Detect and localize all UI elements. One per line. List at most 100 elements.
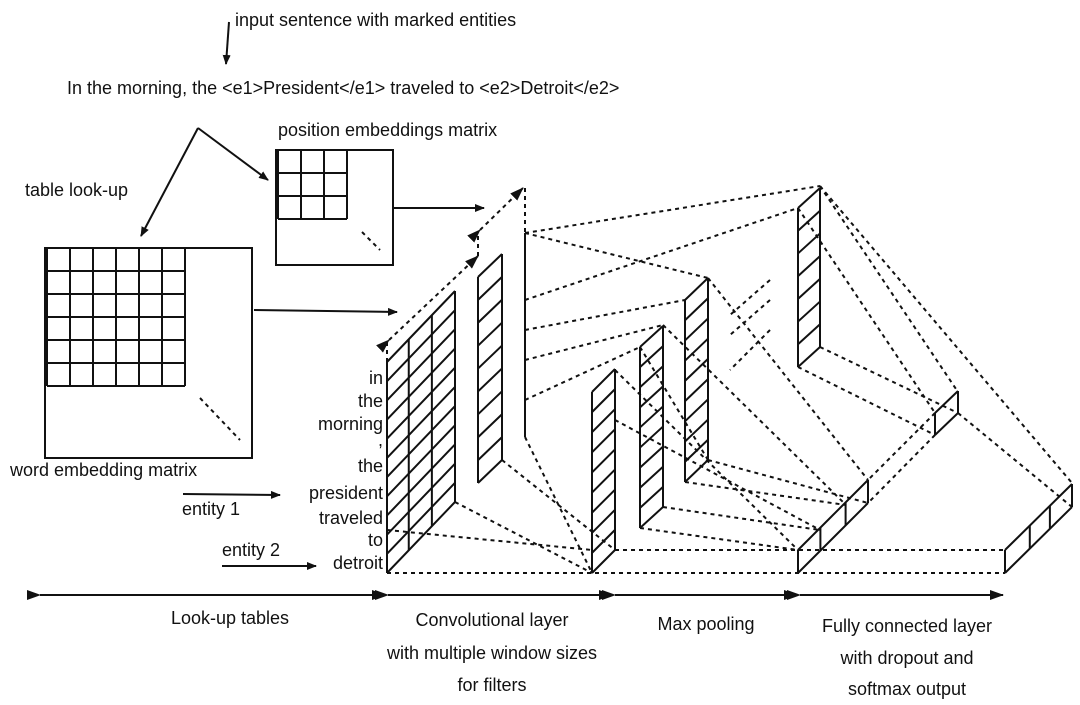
stage-label-fc: Fully connected layer: [822, 616, 992, 636]
hatch: [797, 278, 821, 300]
conv-feature-map: [639, 325, 664, 529]
edge: [684, 459, 709, 483]
word-token: to: [368, 530, 383, 550]
hatch: [386, 328, 456, 402]
entity2-label: entity 2: [222, 540, 280, 560]
hatch: [386, 405, 456, 478]
word-embedding-matrix: [44, 247, 253, 459]
stage-label-fc: with dropout and: [839, 648, 973, 668]
hatch: [684, 297, 709, 321]
word-token: morning: [318, 414, 383, 434]
hatch: [797, 209, 821, 232]
hatch: [477, 413, 503, 438]
conv-input-panel: [386, 290, 456, 574]
position-matrix-label: position embeddings matrix: [278, 120, 497, 140]
title-arrow: [222, 21, 231, 65]
edge: [797, 479, 869, 551]
hatch: [639, 385, 664, 409]
lookup-arrow-position: [197, 127, 269, 181]
hatch: [639, 405, 664, 429]
hatch: [591, 408, 616, 433]
hatch: [684, 358, 709, 382]
stage-label-lookup: Look-up tables: [171, 608, 289, 628]
hatch: [639, 486, 664, 509]
hatch: [477, 436, 503, 461]
hatch: [639, 365, 664, 388]
lookup-arrow-word: [140, 127, 199, 237]
word-matrix-label: word embedding matrix: [9, 460, 197, 480]
edge: [934, 390, 959, 414]
hatch: [386, 482, 456, 555]
hatch: [591, 428, 616, 454]
hatch: [386, 309, 456, 382]
edge: [591, 549, 616, 574]
conv-feature-map: [591, 368, 616, 574]
edge: [477, 459, 503, 484]
hatch: [591, 509, 616, 534]
hatch: [477, 321, 503, 347]
hatch: [386, 347, 456, 421]
hatch: [684, 317, 709, 342]
hatch: [639, 445, 664, 469]
word-token: president: [309, 483, 383, 503]
edge: [1004, 483, 1073, 551]
hatch: [684, 398, 709, 423]
word-token: traveled: [319, 508, 383, 528]
edge: [591, 368, 616, 393]
edge: [1004, 506, 1073, 574]
hatch: [684, 439, 709, 463]
hatch: [797, 232, 821, 255]
position-embeddings-matrix: [275, 149, 394, 266]
stage-label-pool: Max pooling: [657, 614, 754, 634]
hatch: [639, 466, 664, 489]
hatch: [797, 255, 821, 277]
softmax-output-vector: [1004, 483, 1073, 574]
hatch: [477, 367, 503, 393]
word-token: ,: [378, 430, 383, 450]
hatch: [639, 345, 664, 368]
edge: [797, 346, 821, 368]
input-sentence: In the morning, the <e1>President</e1> t…: [67, 78, 619, 98]
entity1-arrow: [182, 490, 281, 499]
table-lookup-label: table look-up: [25, 180, 128, 200]
hatch: [591, 448, 616, 474]
word-token: the: [358, 391, 383, 411]
word-token: the: [358, 456, 383, 476]
entity1-label: entity 1: [182, 499, 240, 519]
hatch: [477, 276, 503, 301]
stage-label-conv: with multiple window sizes: [386, 643, 597, 663]
sentence-words: in the morning , the president traveled …: [309, 368, 383, 573]
conv-feature-map: [684, 277, 709, 483]
hatch: [386, 367, 456, 440]
diagram-title: input sentence with marked entities: [235, 10, 516, 30]
hatch: [591, 529, 616, 554]
stage-label-conv: for filters: [457, 675, 526, 695]
edge: [797, 187, 821, 209]
word-token: in: [369, 368, 383, 388]
stage-label-fc: softmax output: [848, 679, 966, 699]
hatch: [684, 337, 709, 362]
hatch: [591, 468, 616, 494]
hatch: [386, 386, 456, 459]
word-to-conv-arrow: [253, 307, 398, 316]
conv-filter-panel: [477, 253, 503, 484]
network-layers: [386, 187, 1073, 574]
hatch: [386, 443, 456, 517]
pooled-feature-column: [797, 187, 821, 368]
edge: [934, 412, 959, 436]
edge: [684, 277, 709, 301]
edge: [639, 506, 664, 529]
edge: [639, 325, 664, 348]
hatch: [477, 299, 503, 324]
fully-connected-vector: [797, 479, 869, 574]
hatch: [684, 418, 709, 443]
stage-label-conv: Convolutional layer: [415, 610, 568, 630]
hatch: [386, 462, 456, 536]
edge: [477, 253, 503, 278]
dropout-unit: [934, 390, 959, 436]
hatch: [386, 424, 456, 497]
hatch: [684, 378, 709, 402]
hatch: [591, 488, 616, 514]
hatch: [797, 323, 821, 346]
